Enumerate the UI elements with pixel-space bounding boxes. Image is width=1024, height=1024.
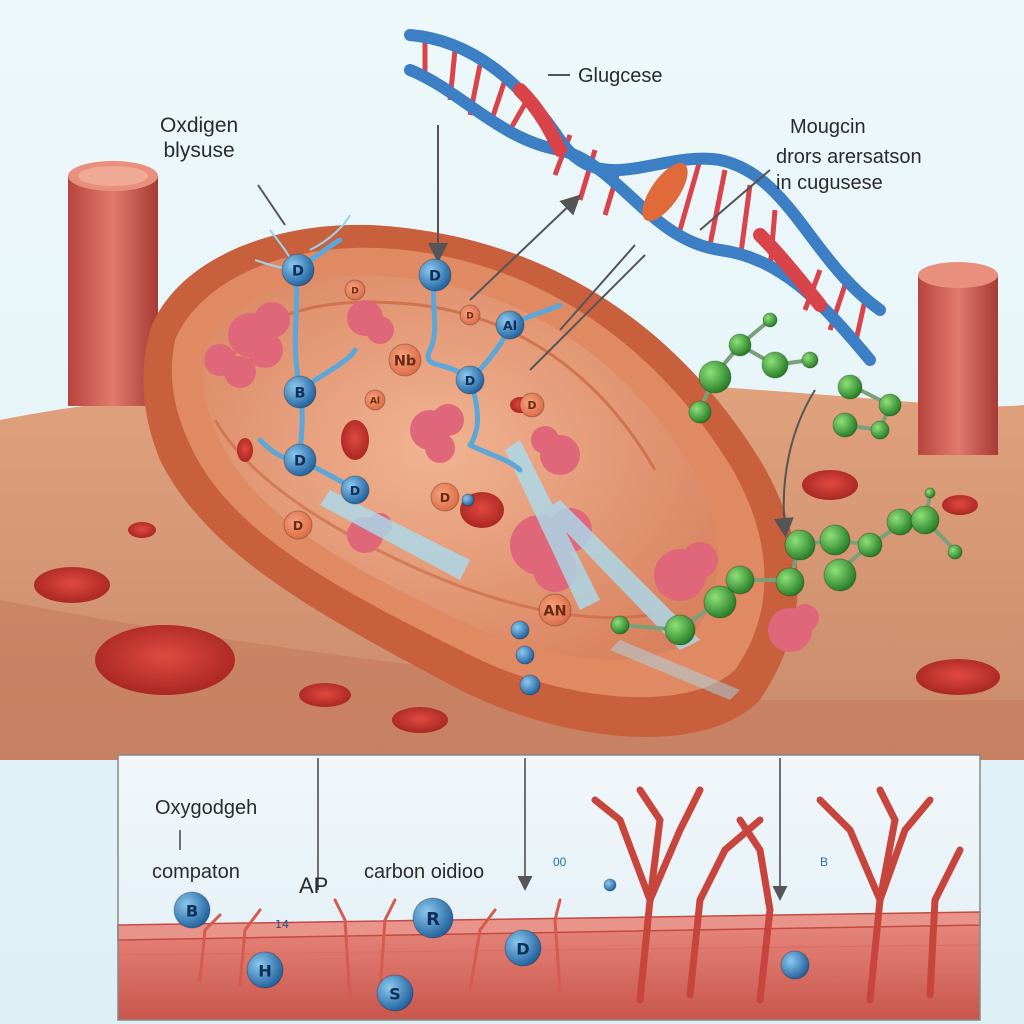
dna-helix <box>404 29 886 366</box>
cell-atom: D <box>283 510 313 540</box>
atom-letter: D <box>292 264 304 280</box>
cell-atom: Al <box>495 310 525 340</box>
green-atom <box>924 487 936 499</box>
atom-letter: D <box>293 518 303 533</box>
label-top-right-line2: drors arersatson <box>776 146 922 168</box>
atom-letter: S <box>389 984 401 1003</box>
green-atom <box>775 567 805 597</box>
label-top-right: Mougcin drors arersatson in cugusese <box>776 115 922 195</box>
atom-letter: H <box>258 961 272 980</box>
green-atom <box>878 393 902 417</box>
inset-label-oxygen: Oxygodgeh <box>155 797 258 819</box>
green-atom <box>728 333 752 357</box>
atom-letter: Al <box>503 318 517 333</box>
green-atom <box>761 351 789 379</box>
green-atom <box>784 529 816 561</box>
left-pillar <box>68 161 158 406</box>
inset-panel <box>117 754 981 1021</box>
green-atom <box>703 585 737 619</box>
atom-letter: B <box>186 901 198 920</box>
atom-letter: D <box>465 373 475 388</box>
inset-label-ap: AP <box>299 873 329 898</box>
cell-atom: D <box>344 279 366 301</box>
inset-atom: S <box>376 974 414 1012</box>
cell-atom: D <box>281 253 315 287</box>
atom-letter: D <box>440 490 450 505</box>
cell <box>143 224 819 738</box>
green-atom <box>698 360 732 394</box>
small-blue-bubble <box>519 674 541 696</box>
cell-atom: D <box>418 258 452 292</box>
inset-label-small-00: 00 <box>553 855 567 869</box>
atom-letter: B <box>295 386 306 402</box>
cell-atom: D <box>519 392 545 418</box>
red-blood-cells <box>34 397 1000 733</box>
label-oxygen-line2: blysuse <box>163 139 235 163</box>
cell-atom: D <box>430 482 460 512</box>
atom-letter: D <box>466 312 473 322</box>
inset-bubble <box>603 878 617 892</box>
green-atom <box>801 351 819 369</box>
inset-atom: D <box>504 929 542 967</box>
cell-atom: D <box>459 304 481 326</box>
green-atom <box>762 312 778 328</box>
cell-atom: D <box>340 475 370 505</box>
inset-atom: H <box>246 951 284 989</box>
cell-atom: Nb <box>388 343 422 377</box>
inset-molecule-atoms: B 14H S R D <box>173 878 810 1012</box>
cell-atom: Al <box>364 389 386 411</box>
atom-letter: R <box>426 909 440 930</box>
inset-atom: B <box>173 891 211 929</box>
inset-label-compaton: compaton <box>152 861 240 883</box>
atom-letter: D <box>350 483 360 498</box>
label-top-right-line1: Mougcin <box>790 116 866 138</box>
atom-letter: D <box>294 454 306 470</box>
green-atom <box>837 374 863 400</box>
green-atom <box>870 420 890 440</box>
atom-letter: D <box>351 287 358 297</box>
small-blue-bubble <box>461 493 475 507</box>
cell-atom: B <box>283 375 317 409</box>
inset-small-number: 14 <box>275 918 289 931</box>
green-atoms <box>610 312 963 646</box>
green-atom <box>823 558 857 592</box>
inset-label-carbon: carbon oidioo <box>364 861 485 883</box>
green-atom <box>947 544 963 560</box>
green-atom <box>832 412 858 438</box>
label-glucose-top: Glugcese <box>578 65 663 87</box>
inset-atom: R <box>412 897 454 939</box>
atom-letter: AN <box>543 604 566 620</box>
green-atom <box>857 532 883 558</box>
atom-letter: D <box>429 269 441 285</box>
green-atom <box>886 508 914 536</box>
cell-atom: D <box>455 365 485 395</box>
cell-atom: D <box>283 443 317 477</box>
green-atom <box>610 615 630 635</box>
green-atom <box>910 505 940 535</box>
small-blue-bubble <box>515 645 535 665</box>
inset-label-small-b: B <box>820 855 829 869</box>
atom-letter: D <box>528 399 537 412</box>
label-oxygen-top: Oxdigen blysuse <box>160 113 238 163</box>
right-pillar <box>918 262 998 455</box>
green-atom <box>664 614 696 646</box>
green-atom <box>819 524 851 556</box>
label-oxygen-line1: Oxdigen <box>160 114 239 137</box>
pointer-arrows <box>257 74 816 538</box>
small-blue-bubble <box>510 620 530 640</box>
atom-letter: Nb <box>394 354 416 370</box>
label-top-right-line3: in cugusese <box>776 172 883 194</box>
green-atom <box>688 400 712 424</box>
cell-atom: AN <box>538 593 572 627</box>
atom-letter: Al <box>370 397 380 407</box>
inset-bubble <box>780 950 810 980</box>
green-atom <box>725 565 755 595</box>
atom-letter: D <box>516 939 529 958</box>
